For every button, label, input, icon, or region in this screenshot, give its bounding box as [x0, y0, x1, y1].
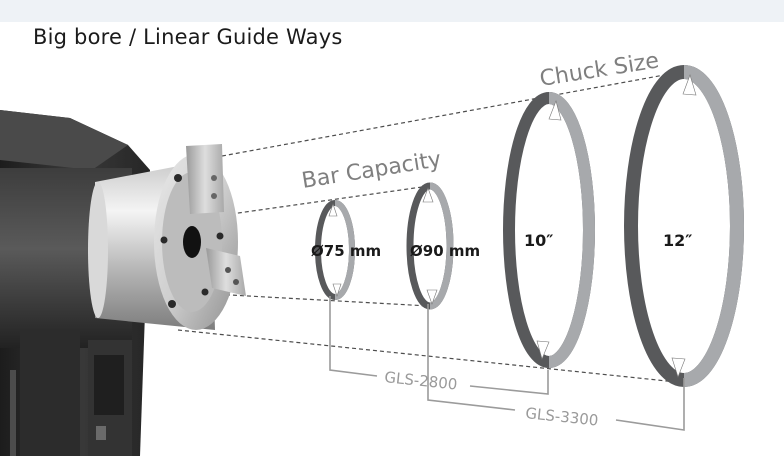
bracket-gls-3300 [427, 304, 685, 431]
label-bar-90: Ø90 mm [410, 242, 480, 260]
label-chuck-10: 10″ [524, 231, 553, 250]
chuck-size-callout: Chuck Size [538, 48, 661, 92]
model-label-gls-3300: GLS-3300 [525, 404, 600, 430]
projection-line-chuck-bottom [177, 329, 687, 384]
label-bar-75: Ø75 mm [311, 242, 381, 260]
ring-chuck-10 [503, 92, 595, 368]
ring-bar-90 [406, 182, 454, 310]
model-label-gls-2800: GLS-2800 [384, 368, 459, 394]
page-title: Big bore / Linear Guide Ways [33, 25, 343, 49]
projection-lines [177, 70, 687, 384]
bracket-gls-2800 [329, 296, 549, 395]
projection-line-bar-bottom [211, 293, 430, 307]
top-band [0, 0, 784, 22]
lathe-headstock-illustration [0, 110, 246, 456]
label-chuck-12: 12″ [663, 231, 692, 250]
ring-bar-75 [315, 200, 355, 300]
ring-chuck-12 [624, 65, 744, 387]
projection-line-chuck-top [221, 70, 687, 157]
